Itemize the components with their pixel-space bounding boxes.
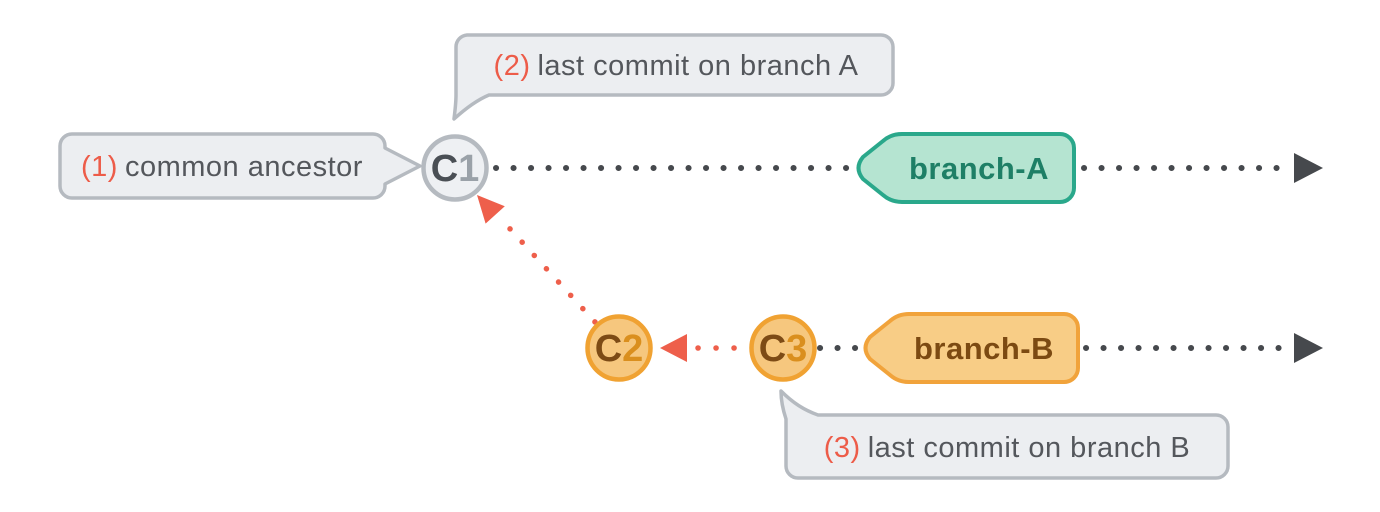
c3-to-c2-arrowhead-icon [660,334,687,362]
callout-1-label: common ancestor [125,151,363,183]
c1-digit: 1 [458,148,479,190]
callout-1-bubble [58,132,422,200]
commit-node-c2 [585,314,653,382]
commit-node-c1 [421,134,489,202]
commit-node-c3-text: C3 [759,328,808,370]
c3-digit: 3 [786,328,807,370]
c2-to-c1-arrowhead-icon [477,195,505,224]
callout-2-bubble [452,33,895,121]
callout-2-text: (2)last commit on branch A [494,50,859,82]
c3-letter: C [759,328,786,370]
branch-b-badge [863,312,1080,384]
callout-3-number: (3) [824,432,861,464]
callout-3-text: (3)last commit on branch B [824,432,1191,464]
c1-letter: C [431,148,458,190]
commit-node-c1-text: C1 [431,148,480,190]
callout-1-text: (1)common ancestor [81,151,363,183]
branch-a-label: branch-A [909,151,1049,186]
callout-2-number: (2) [494,50,531,82]
branch-a-badge [856,132,1076,204]
c2-letter: C [595,328,622,370]
callout-3-bubble [779,389,1230,480]
callout-2-label: last commit on branch A [537,50,858,82]
commit-node-c3 [749,314,817,382]
branch-b-label: branch-B [914,331,1054,366]
branch-b-arrowhead-icon [1294,333,1323,363]
c2-to-c1-dotted-link [498,216,598,325]
c2-digit: 2 [622,328,643,370]
branch-a-arrowhead-icon [1294,153,1323,183]
commit-node-c2-text: C2 [595,328,644,370]
callout-1-number: (1) [81,151,118,183]
callout-3-label: last commit on branch B [868,432,1191,464]
